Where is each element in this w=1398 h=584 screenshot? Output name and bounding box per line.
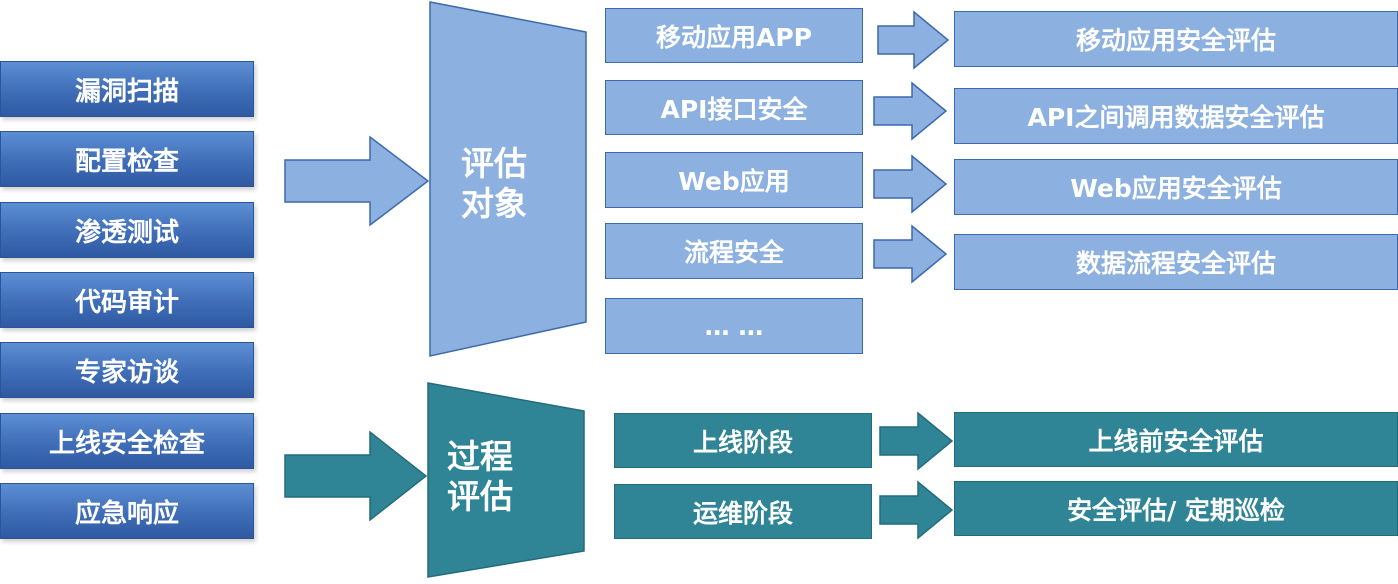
object-eval-funnel bbox=[429, 1, 587, 357]
arrow-to-process-eval bbox=[284, 430, 428, 522]
arrow-api-to-result bbox=[873, 81, 948, 141]
result-web-security: Web应用安全评估 bbox=[954, 159, 1398, 215]
arrow-flow-to-result bbox=[873, 224, 948, 284]
result-data-flow-security: 数据流程安全评估 bbox=[954, 234, 1398, 290]
method-incident-response: 应急响应 bbox=[0, 483, 254, 539]
object-eval-label-line1: 评估 bbox=[461, 144, 527, 183]
stage-launch: 上线阶段 bbox=[614, 413, 872, 468]
method-launch-check: 上线安全检查 bbox=[0, 413, 254, 469]
method-config-check: 配置检查 bbox=[0, 131, 254, 187]
process-eval-label: 过程 评估 bbox=[447, 437, 513, 517]
process-eval-label-line1: 过程 bbox=[447, 437, 513, 476]
result-pre-launch-security: 上线前安全评估 bbox=[954, 412, 1398, 467]
target-more: … … bbox=[605, 298, 863, 354]
method-vuln-scan: 漏洞扫描 bbox=[0, 61, 254, 117]
target-web-app: Web应用 bbox=[605, 152, 863, 208]
target-mobile-app: 移动应用APP bbox=[605, 8, 863, 63]
stage-operations: 运维阶段 bbox=[614, 484, 872, 539]
object-eval-label-line2: 对象 bbox=[461, 184, 527, 223]
arrow-ops-to-result bbox=[879, 480, 954, 540]
arrow-web-to-result bbox=[873, 154, 948, 214]
arrow-to-object-eval bbox=[284, 135, 430, 227]
process-eval-label-line2: 评估 bbox=[447, 477, 513, 516]
result-api-data-security: API之间调用数据安全评估 bbox=[954, 88, 1398, 144]
target-process: 流程安全 bbox=[605, 223, 863, 279]
target-api: API接口安全 bbox=[605, 80, 863, 135]
method-pentest: 渗透测试 bbox=[0, 202, 254, 258]
process-eval-funnel bbox=[427, 382, 585, 578]
result-periodic-inspection: 安全评估/ 定期巡检 bbox=[954, 481, 1398, 536]
method-expert-interview: 专家访谈 bbox=[0, 342, 254, 398]
arrow-app-to-result bbox=[877, 10, 950, 70]
result-mobile-security: 移动应用安全评估 bbox=[954, 11, 1398, 67]
arrow-launch-to-result bbox=[879, 411, 954, 471]
method-code-audit: 代码审计 bbox=[0, 272, 254, 328]
object-eval-label: 评估 对象 bbox=[461, 144, 527, 224]
